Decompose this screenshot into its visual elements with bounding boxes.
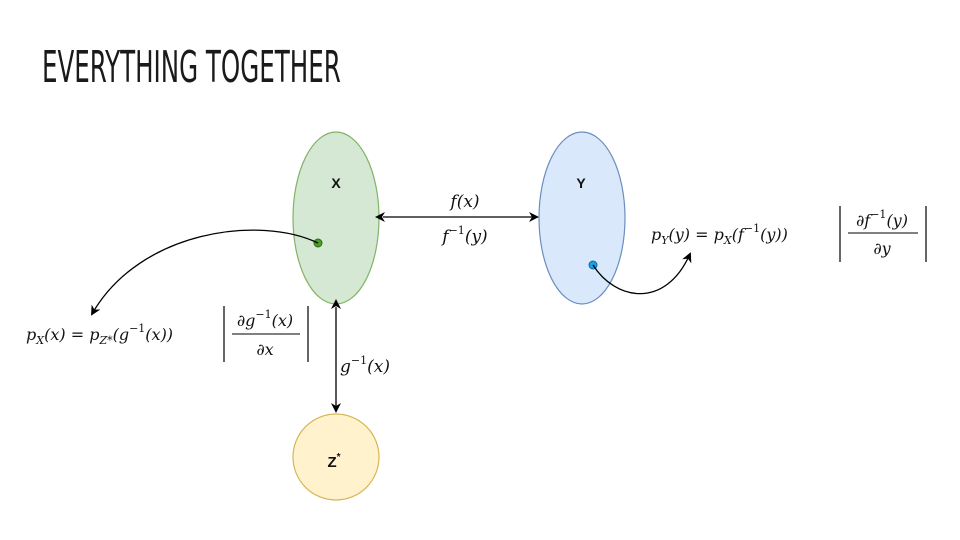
finv-base: f: [440, 227, 451, 247]
node-z-circle: [292, 413, 380, 501]
node-y-label: Y: [576, 175, 586, 191]
formula-px: pX(x) = pZ*(g−1(x)) ∂g−1(x) ∂x: [26, 306, 309, 362]
y-to-py-curve-arrow: [592, 252, 692, 295]
formula-py: pY(y) = pX(f−1(y)) ∂f−1(y) ∂y: [651, 206, 927, 262]
node-y-ellipse: [538, 131, 626, 305]
node-z-star: *: [337, 452, 341, 463]
x-to-px-curve-arrow: [91, 229, 319, 316]
py-denominator: ∂y: [873, 239, 891, 258]
node-z-label: Z*: [327, 452, 340, 471]
edge-label-finv: f−1(y): [440, 224, 487, 247]
node-z-letter: Z: [327, 454, 336, 471]
px-lhs: pX(x) = pZ*(g−1(x)): [26, 322, 173, 347]
finv-sup: −1: [449, 224, 465, 237]
slide-title: Everything together: [42, 42, 341, 93]
px-numerator: ∂g−1(x): [237, 308, 293, 330]
finv-arg: (y): [465, 227, 488, 247]
ginv-base: g: [340, 357, 351, 377]
node-x-ellipse: [292, 131, 380, 305]
node-x-label: X: [331, 175, 341, 191]
ginv-arg: (x): [367, 357, 390, 377]
py-lhs: pY(y) = pX(f−1(y)): [651, 222, 788, 247]
px-denominator: ∂x: [256, 340, 273, 359]
edge-label-ginv: g−1(x): [340, 354, 390, 377]
py-numerator: ∂f−1(y): [856, 208, 908, 230]
ginv-sup: −1: [351, 354, 367, 367]
edge-label-fx: f(x): [448, 192, 479, 212]
